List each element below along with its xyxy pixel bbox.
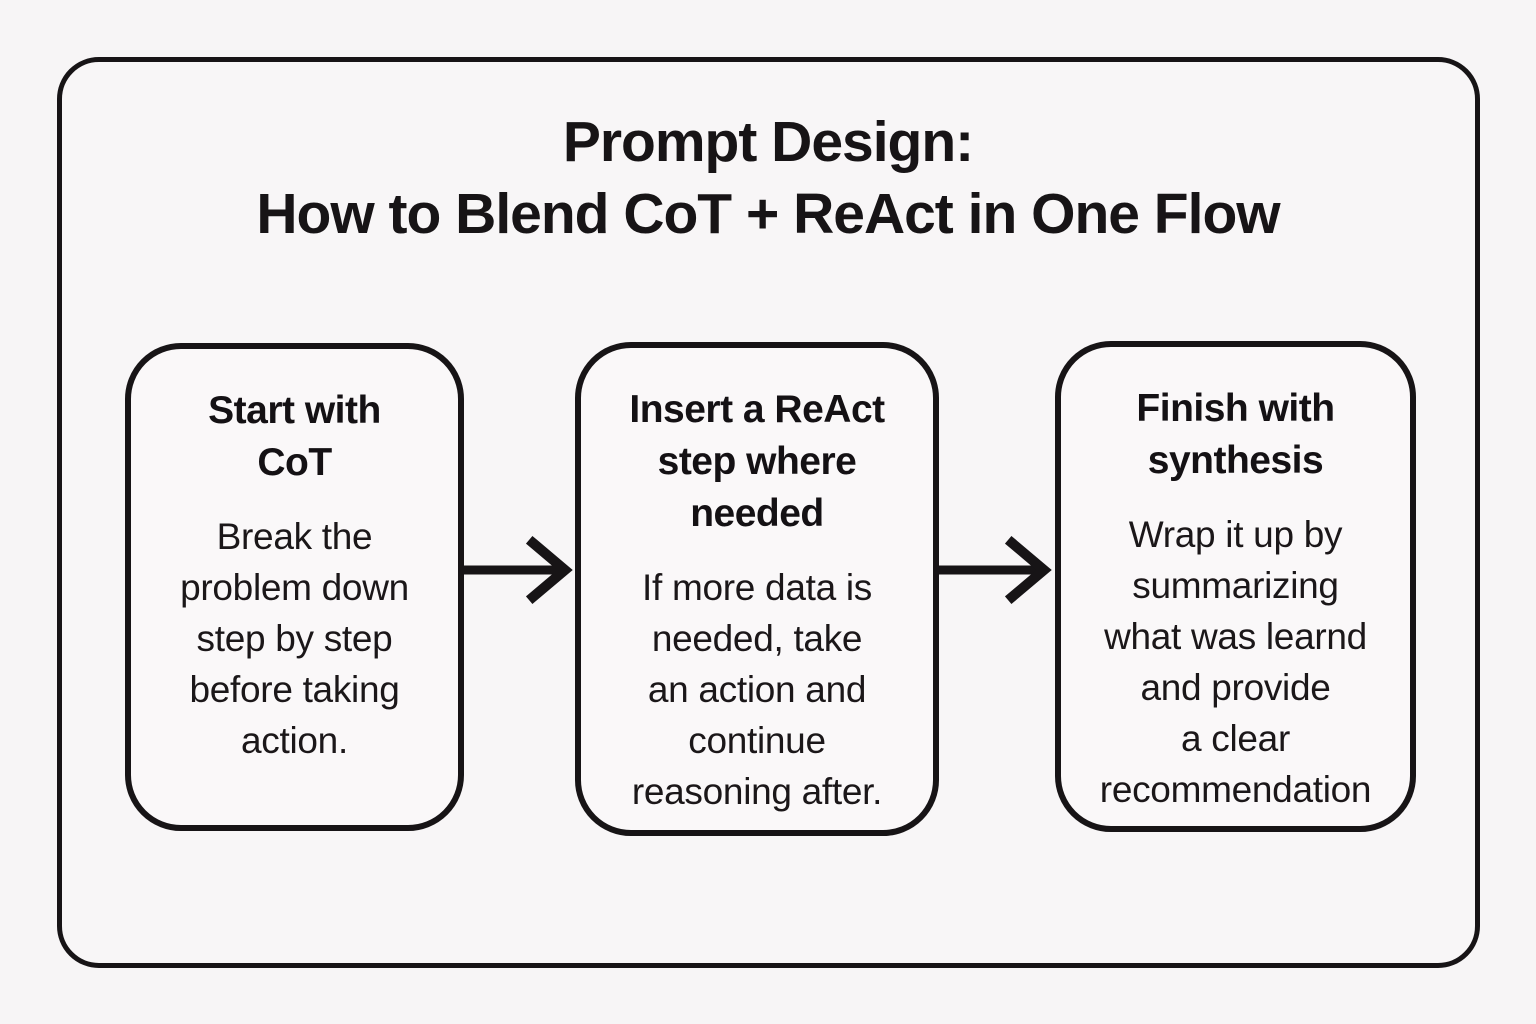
- flow-arrow-2: [935, 530, 1057, 610]
- flow-arrow-1: [461, 530, 578, 610]
- right-arrow-icon: [935, 535, 1052, 605]
- step-body: Break the problem down step by step befo…: [180, 515, 409, 761]
- right-arrow-icon: [461, 535, 573, 605]
- step-heading: Start with CoT: [208, 389, 381, 484]
- step-body: If more data is needed, take an action a…: [631, 566, 883, 812]
- step-box-finish-with-synthesis: Finish with synthesis Wrap it up by summ…: [1055, 341, 1416, 832]
- diagram-title: Prompt Design: How to Blend CoT + ReAct …: [256, 110, 1280, 247]
- step-heading: Insert a ReAct step where needed: [629, 388, 885, 535]
- step-heading: Finish with synthesis: [1136, 387, 1335, 482]
- step-box-insert-react-step: Insert a ReAct step where needed If more…: [575, 342, 939, 836]
- step-body: Wrap it up by summarizing what was learn…: [1099, 513, 1372, 810]
- step-box-start-with-cot: Start with CoT Break the problem down st…: [125, 343, 464, 831]
